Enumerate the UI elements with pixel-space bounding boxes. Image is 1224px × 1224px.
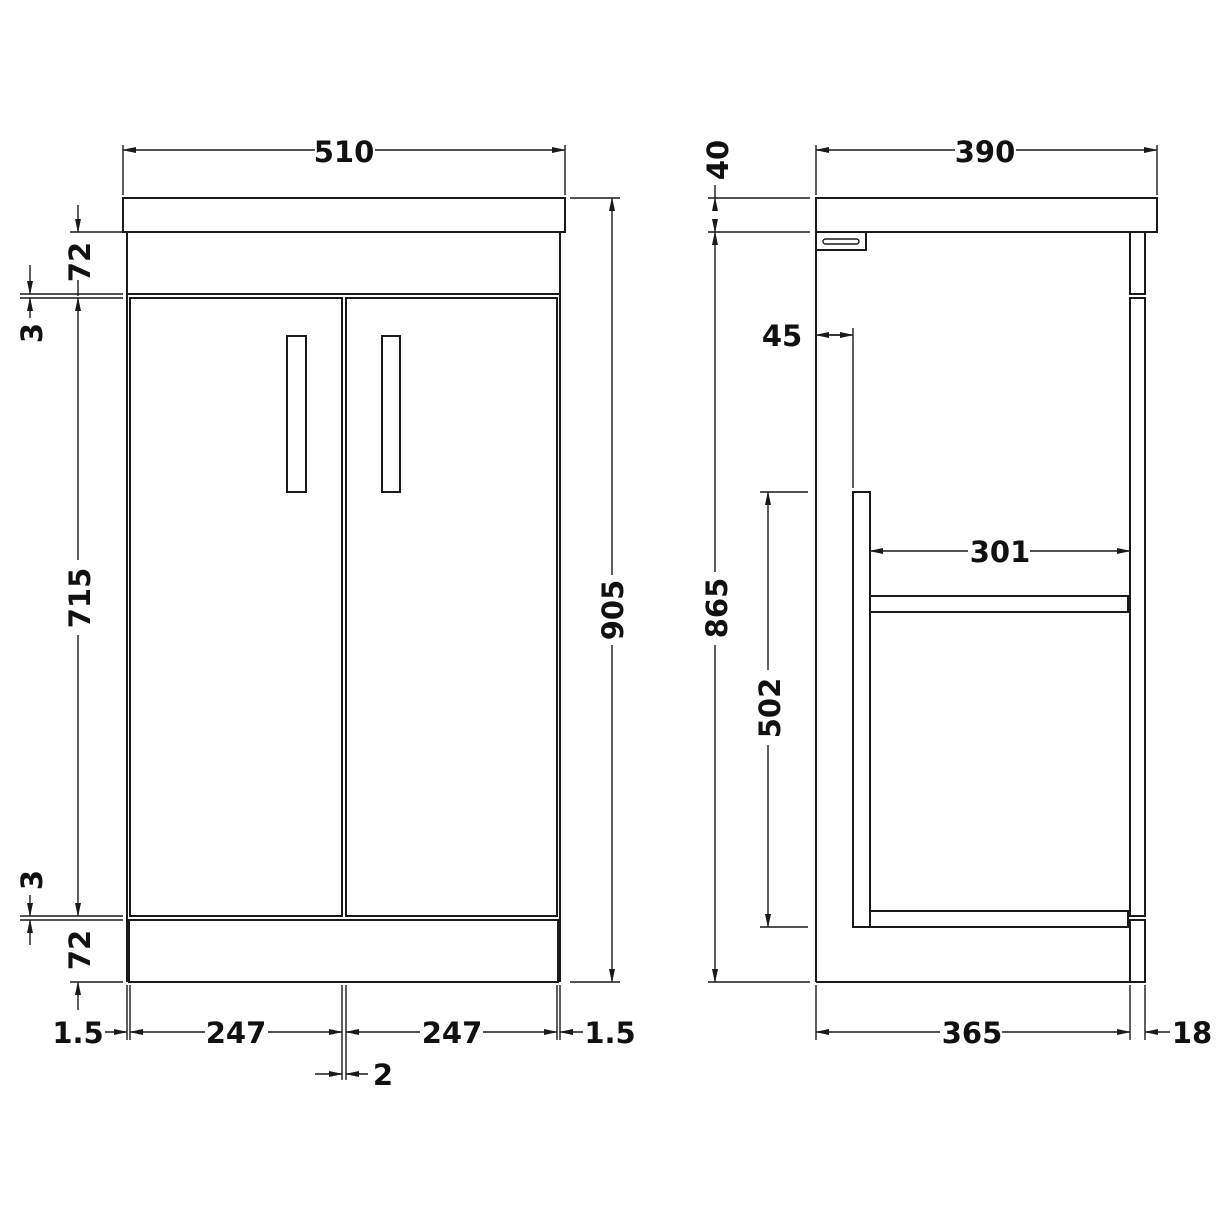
front-dimensions: 510 905 72 3 715 3 72 1.5 247 247 1.5 2 [15, 135, 636, 1092]
dim-right-door-width: 247 [422, 1016, 483, 1050]
side-dimensions: 390 40 865 45 502 301 365 18 [700, 135, 1212, 1050]
plinth-edge-side [1129, 919, 1146, 983]
top-rail-edge-side [1129, 231, 1146, 295]
dim-door-height: 715 [63, 568, 97, 629]
right-door-handle [381, 335, 401, 493]
bracket-slot [822, 238, 860, 245]
drawer-bottom [869, 910, 1129, 928]
dim-drawer-height: 502 [753, 678, 787, 739]
dim-plinth: 72 [63, 930, 97, 970]
dim-drawer-inset: 45 [762, 319, 802, 353]
worktop-side [815, 197, 1158, 233]
dim-door-thickness: 18 [1172, 1016, 1212, 1050]
wall-bracket [815, 231, 867, 251]
dim-worktop-thickness: 40 [701, 140, 735, 180]
front-view [122, 197, 566, 983]
plinth [128, 919, 559, 983]
dim-door-gap: 2 [373, 1058, 393, 1092]
left-door-handle [286, 335, 307, 493]
dim-carcass-height: 865 [700, 578, 734, 639]
dim-overall-depth: 390 [955, 135, 1016, 169]
worktop-front [122, 197, 566, 233]
dim-overall-width: 510 [314, 135, 375, 169]
dim-drawer-depth: 301 [970, 535, 1031, 569]
drawer-back [852, 491, 871, 928]
dim-overall-height: 905 [596, 580, 630, 641]
dim-left-edge: 1.5 [52, 1016, 103, 1050]
door-edge-side [1129, 297, 1146, 917]
dim-bottom-gap: 3 [15, 870, 49, 890]
drawer-shelf [869, 595, 1129, 613]
dim-top-rail: 72 [63, 242, 97, 282]
dim-right-edge: 1.5 [584, 1016, 635, 1050]
right-door [345, 297, 558, 917]
dim-top-gap: 3 [15, 323, 49, 343]
side-view [815, 197, 1158, 983]
dim-left-door-width: 247 [206, 1016, 267, 1050]
dim-carcass-depth: 365 [942, 1016, 1003, 1050]
left-door [129, 297, 343, 917]
